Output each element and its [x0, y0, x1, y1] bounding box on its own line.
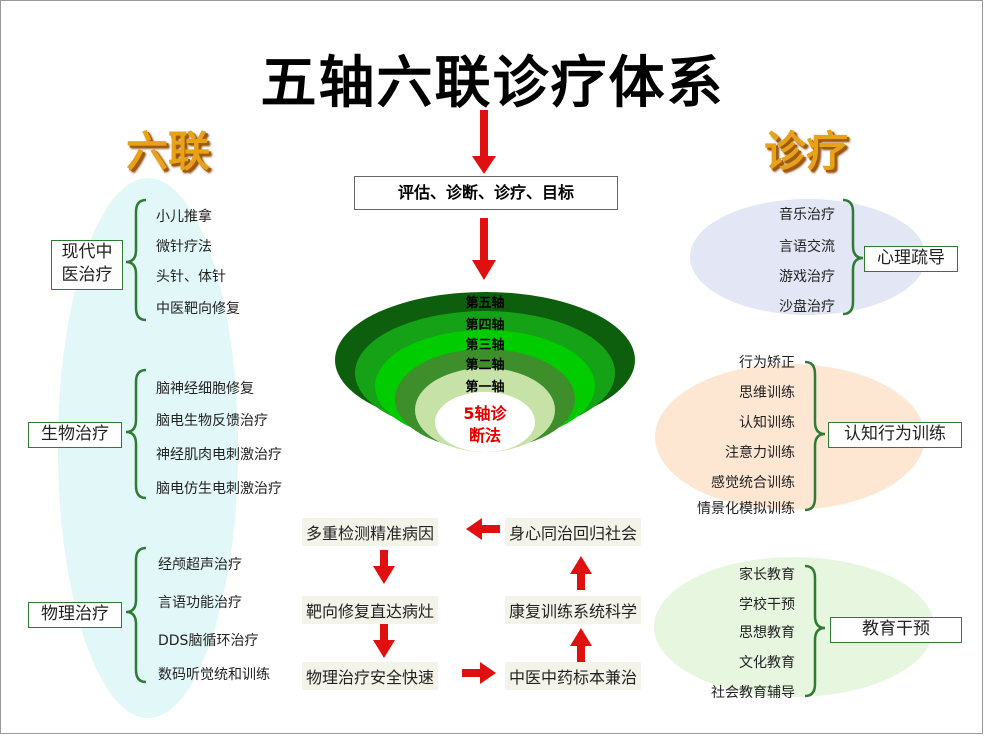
right-item: 思想教育 — [739, 625, 795, 641]
flow-arrows — [373, 518, 592, 684]
left-item: 微针疗法 — [156, 239, 212, 255]
left-item: 脑电仿生电刺激治疗 — [156, 481, 282, 497]
right-item: 注意力训练 — [725, 445, 795, 461]
arrow-title-to-box — [472, 110, 496, 174]
left-item: 数码听觉统和训练 — [158, 667, 270, 683]
left-item: 头针、体针 — [156, 269, 226, 285]
right-item: 情景化模拟训练 — [697, 501, 795, 517]
left-item: 神经肌肉电刺激治疗 — [156, 447, 282, 463]
axis-core — [435, 392, 535, 452]
axis-label-2: 第二轴 — [465, 358, 505, 373]
right-item: 游戏治疗 — [779, 269, 835, 285]
group-label-physical: 物理治疗 — [28, 602, 122, 628]
flow-step-return-society: 身心同治回归社会 — [505, 518, 642, 546]
group-label-cognitive: 认知行为训练 — [828, 422, 962, 448]
left-item: 小儿推拿 — [156, 209, 212, 225]
right-item: 学校干预 — [739, 597, 795, 613]
right-item: 行为矫正 — [739, 355, 795, 371]
center-label-line-1: 5轴诊 — [463, 404, 507, 423]
arrow-box-to-axes — [472, 218, 496, 280]
axis-label-1: 第一轴 — [465, 380, 505, 395]
axis-label-4: 第四轴 — [465, 318, 505, 333]
group-label-tcm: 现代中 医治疗 — [51, 240, 123, 290]
left-item: DDS脑循环治疗 — [158, 633, 259, 649]
right-item: 社会教育辅导 — [711, 685, 795, 701]
right-heading: 诊疗 — [764, 127, 849, 176]
group-label-psych: 心理疏导 — [864, 246, 958, 272]
group-label-tcm-line-2: 医治疗 — [61, 265, 113, 285]
center-diagnosis-label: 5轴诊 断法 — [440, 403, 530, 447]
left-background-ellipse — [58, 178, 238, 718]
group-label-education: 教育干预 — [830, 617, 962, 643]
center-label-line-2: 断法 — [468, 426, 501, 445]
right-item: 感觉统合训练 — [711, 475, 795, 491]
right-brackets — [804, 198, 864, 698]
right-ellipse-cognitive — [655, 364, 925, 510]
right-item: 沙盘治疗 — [779, 299, 835, 315]
left-brackets — [125, 198, 147, 684]
flow-step-tcm: 中医中药标本兼治 — [505, 662, 642, 690]
right-item: 认知训练 — [739, 415, 795, 431]
left-item: 脑电生物反馈治疗 — [156, 413, 268, 429]
flow-step-detect: 多重检测精准病因 — [302, 518, 439, 546]
left-item: 经颅超声治疗 — [158, 557, 242, 573]
left-item: 中医靶向修复 — [156, 301, 240, 317]
flow-step-target-repair: 靶向修复直达病灶 — [302, 596, 439, 624]
left-heading: 六联 — [126, 127, 211, 176]
right-item: 文化教育 — [739, 655, 795, 671]
flow-step-physical: 物理治疗安全快速 — [302, 662, 439, 690]
group-label-tcm-line-1: 现代中 — [61, 242, 113, 262]
right-item: 言语交流 — [779, 239, 835, 255]
evaluation-box: 评估、诊断、诊疗、目标 — [354, 176, 618, 210]
group-label-bio: 生物治疗 — [28, 422, 122, 448]
axis-label-3: 第三轴 — [465, 338, 505, 353]
right-item: 音乐治疗 — [779, 207, 835, 223]
right-ellipse-education — [654, 557, 934, 697]
flow-step-rehab: 康复训练系统科学 — [505, 596, 642, 624]
right-item: 思维训练 — [739, 385, 795, 401]
axis-label-5: 第五轴 — [465, 296, 505, 311]
right-ellipse-psych — [690, 199, 926, 315]
right-item: 家长教育 — [739, 567, 795, 583]
left-item: 言语功能治疗 — [158, 595, 242, 611]
page-title: 五轴六联诊疗体系 — [260, 51, 725, 116]
left-item: 脑神经细胞修复 — [156, 381, 254, 397]
